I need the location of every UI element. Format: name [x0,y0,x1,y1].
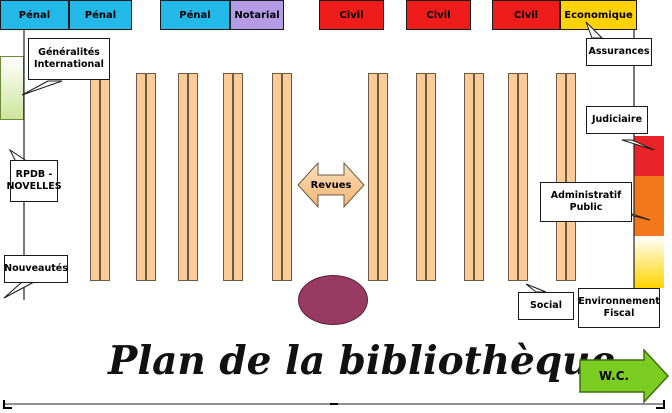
shelf [233,73,243,281]
orange-shelf-block [634,176,664,236]
shelf [566,73,576,281]
revues-label: Revues [310,179,352,191]
purple-oval-table [298,275,368,325]
callout-nouveautes-text: Nouveautés [4,263,68,274]
top-tab-penal-1: Pénal [0,0,69,30]
callout-assurances-text: Assurances [588,46,650,57]
yellow-shelf-block [634,236,664,288]
shelf [282,73,292,281]
callout-administratif-text: Administratif Public [550,190,622,213]
callout-nouveautes: Nouveautés [4,255,68,283]
top-tab-penal-2: Pénal [69,0,132,30]
top-tab-civil-2: Civil [406,0,471,30]
callout-environnement-fiscal: Environnement Fiscal [578,288,660,328]
shelf [178,73,188,281]
top-tab-economique: Economique [560,0,637,30]
shelf [272,73,282,281]
shelf [508,73,518,281]
callout-social: Social [518,292,574,320]
shelf [368,73,378,281]
shelf [416,73,426,281]
top-tab-civil-1: Civil [319,0,384,30]
shelf [223,73,233,281]
callout-rpdb-text: RPDB - NOVELLES [6,169,62,192]
shelf [474,73,484,281]
shelf [556,73,566,281]
callout-judiciaire-text: Judiciaire [591,114,643,125]
callout-social-text: Social [530,300,562,311]
shelf [188,73,198,281]
wc-label: W.C. [598,369,630,383]
shelf [136,73,146,281]
top-tab-penal-3: Pénal [160,0,230,30]
callout-assurances: Assurances [586,38,652,66]
top-tab-notarial: Notarial [230,0,284,30]
callout-rpdb-novelles: RPDB - NOVELLES [6,160,62,202]
top-tab-civil-3: Civil [492,0,560,30]
shelf [464,73,474,281]
callout-generalites-international: Généralités International [28,38,110,80]
shelf [146,73,156,281]
callout-environnement-text: Environnement Fiscal [578,296,660,319]
shelf [378,73,388,281]
shelf [426,73,436,281]
shelf [518,73,528,281]
callout-generalites-text: Généralités International [34,47,104,70]
callout-administratif-public: Administratif Public [540,182,632,222]
callout-judiciaire: Judiciaire [586,106,648,134]
